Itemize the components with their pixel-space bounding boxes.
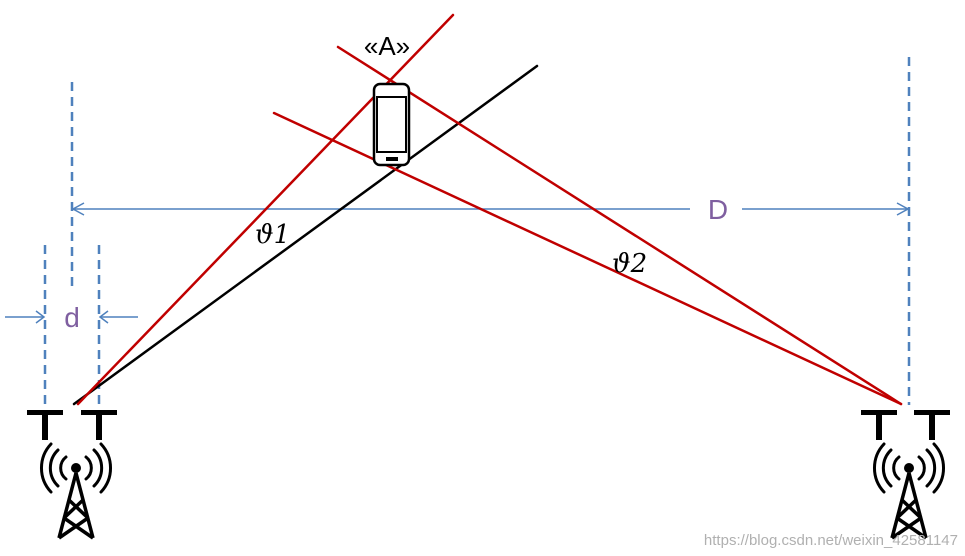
right-red-ray-lower	[272, 111, 903, 406]
watermark: https://blog.csdn.net/weixin_42581147	[704, 532, 958, 549]
distance-d-small-measurement	[5, 310, 138, 324]
target-label: «A»	[364, 31, 410, 61]
right-red-ray-upper	[336, 45, 903, 406]
left-antenna-elements	[27, 410, 117, 440]
arrowhead-right	[896, 202, 910, 216]
distance-d-large-measurement	[71, 202, 910, 216]
dashed-reference-lines	[43, 57, 911, 405]
phone-icon	[372, 82, 411, 167]
antenna-element-icon	[861, 410, 897, 440]
arrowhead-left	[71, 202, 85, 216]
distance-large-label: D	[708, 194, 728, 225]
antenna-element-icon	[27, 410, 63, 440]
antenna-tower-icon	[873, 442, 945, 540]
antenna-tower-icon	[40, 442, 112, 540]
arrowhead-d-right	[98, 310, 109, 324]
arrowhead-d-left	[35, 310, 46, 324]
right-antenna-elements	[861, 410, 950, 440]
angle-1-label: ϑ1	[255, 220, 290, 250]
antenna-element-icon	[81, 410, 117, 440]
distance-small-label: d	[64, 302, 80, 333]
left-black-ray	[72, 64, 539, 406]
angle-2-label: ϑ2	[612, 249, 647, 279]
antenna-element-icon	[914, 410, 950, 440]
